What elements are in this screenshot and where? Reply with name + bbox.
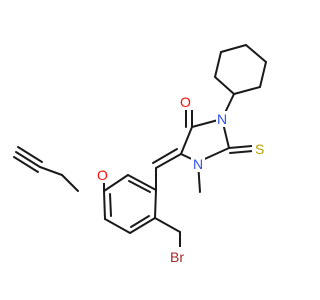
double-bond [229, 150, 254, 154]
aromatic-bond [128, 180, 151, 193]
atom-label-n3: N [217, 111, 227, 127]
bond [104, 218, 131, 234]
triple-bond [17, 146, 43, 163]
bromine-atom: Br [170, 247, 190, 265]
bond [220, 44, 247, 53]
cyclohexyl-ring [214, 44, 267, 95]
propargyl-ether [13, 146, 105, 192]
sulfur-atom: S [252, 141, 266, 157]
double-bond [152, 148, 178, 164]
atom-label-o-ether: O [97, 167, 108, 183]
double-bond [155, 153, 182, 169]
oxygen-atom-carbonyl: O [180, 94, 197, 110]
double-bond [228, 145, 253, 149]
atom-label-n1: N [193, 156, 203, 172]
bond [39, 166, 63, 176]
bond [103, 174, 129, 192]
bond [154, 189, 157, 219]
molecule-structure: O N N S O Br [13, 44, 267, 265]
triple-bond [13, 156, 39, 173]
bond [233, 86, 261, 95]
bond [180, 126, 193, 155]
atom-label-br: Br [170, 249, 184, 265]
atom-labels: O N N S O Br [96, 94, 266, 265]
exocyclic-alkene [152, 148, 182, 191]
atom-label-o-carbonyl: O [180, 94, 191, 110]
benzene-ring [103, 174, 157, 234]
bond [245, 44, 267, 63]
structure-diagram: O N N S O Br [13, 44, 267, 265]
bond [259, 61, 267, 88]
bond [214, 76, 235, 95]
bond [127, 174, 157, 191]
triple-bond [15, 151, 41, 168]
bond [154, 217, 181, 233]
bond [103, 190, 106, 220]
oxygen-atom-ether: O [96, 167, 112, 183]
nitrogen-atom-1: N [191, 156, 205, 172]
aromatic-bond [130, 215, 150, 228]
bond [61, 174, 79, 192]
bond [129, 217, 156, 234]
aromatic-bond [109, 193, 112, 217]
atom-label-s: S [255, 141, 264, 157]
nitrogen-atom-3: N [216, 111, 230, 127]
bond [214, 51, 222, 78]
